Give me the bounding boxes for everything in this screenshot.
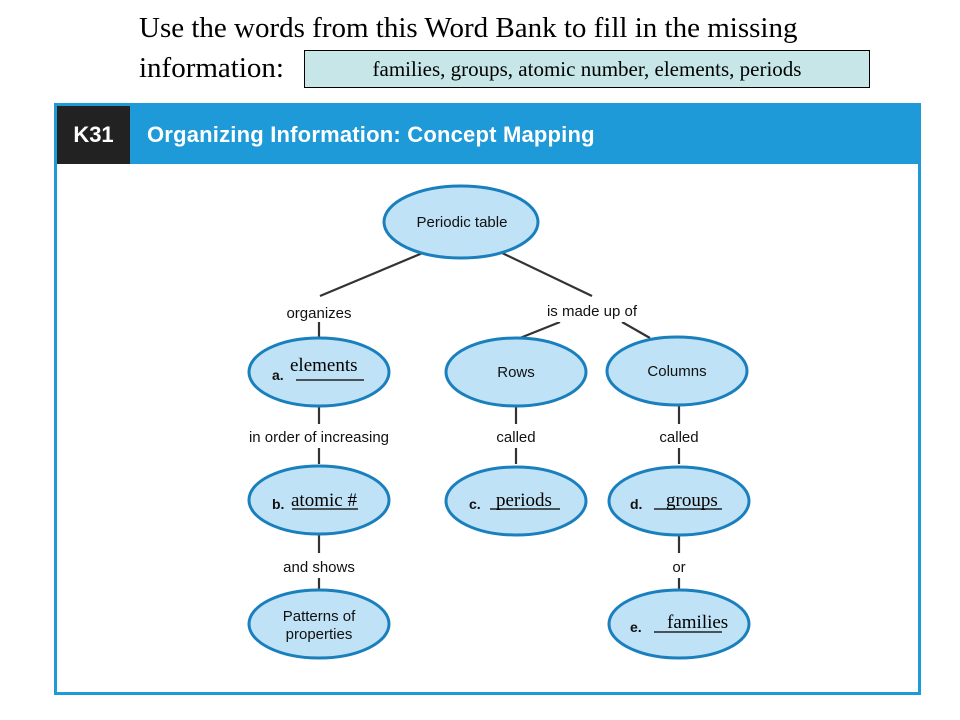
answer-d: groups <box>666 490 718 511</box>
or-label-bg <box>668 556 690 576</box>
called-columns-label-bg <box>652 426 706 446</box>
node-d <box>607 465 751 537</box>
blank-letters: a. b. c. d. e. <box>272 367 642 635</box>
panel-title: Organizing Information: Concept Mapping <box>147 122 595 147</box>
node-a <box>247 336 391 408</box>
node-periodic-table <box>382 184 540 260</box>
answer-c: periods <box>496 490 552 511</box>
instruction-line-1: Use the words from this Word Bank to fil… <box>139 12 798 44</box>
instruction-line-2: information: <box>139 52 284 84</box>
link-and-shows: and shows <box>283 559 355 576</box>
increasing-label-bg <box>236 426 402 446</box>
node-patterns <box>247 588 391 660</box>
node-periodic-table-label: Periodic table <box>417 214 508 231</box>
link-called-rows: called <box>496 429 535 446</box>
answer-a: elements <box>290 355 358 376</box>
node-patterns-label-line-2: properties <box>286 626 353 643</box>
line-root-to-made-up <box>499 251 593 297</box>
filled-answers: elements atomic # periods groups familie… <box>290 355 728 633</box>
blank-underlines <box>292 379 722 633</box>
organizes-label-bg <box>276 302 362 322</box>
line-made-up-to-columns <box>621 321 651 339</box>
answer-e: families <box>667 612 728 633</box>
link-called-columns: called <box>659 429 698 446</box>
node-e-letter: e. <box>630 619 642 635</box>
called-rows-label-bg <box>490 426 542 446</box>
line-made-up-to-rows <box>519 320 561 340</box>
instruction-text: Use the words from this Word Bank to fil… <box>139 8 939 88</box>
node-c <box>444 465 588 537</box>
panel-header: K31 Organizing Information: Concept Mapp… <box>57 106 918 164</box>
link-organizes: organizes <box>286 305 351 322</box>
node-columns <box>605 335 749 407</box>
link-is-made-up-of: is made up of <box>547 303 638 320</box>
made-up-label-bg <box>536 300 648 322</box>
line-root-to-organizes <box>319 250 426 298</box>
shows-label-bg <box>278 556 360 576</box>
node-d-letter: d. <box>630 496 642 512</box>
node-a-letter: a. <box>272 367 284 383</box>
node-ellipses <box>247 184 751 660</box>
node-b <box>247 464 391 536</box>
link-labels: organizes is made up of in order of incr… <box>249 303 699 576</box>
node-columns-label: Columns <box>647 363 706 380</box>
link-label-backgrounds <box>236 300 706 576</box>
link-in-order-of-increasing: in order of increasing <box>249 429 389 446</box>
node-patterns-label-line-1: Patterns of <box>283 608 356 625</box>
panel-code: K31 <box>57 106 130 164</box>
answer-b: atomic # <box>291 490 357 511</box>
node-e <box>607 588 751 660</box>
link-or: or <box>672 559 685 576</box>
node-rows-label: Rows <box>497 364 535 381</box>
node-c-letter: c. <box>469 496 481 512</box>
node-rows <box>444 336 588 408</box>
node-b-letter: b. <box>272 496 284 512</box>
word-bank: families, groups, atomic number, element… <box>304 50 870 88</box>
node-labels: Periodic table Rows Columns Patterns of … <box>283 214 707 643</box>
